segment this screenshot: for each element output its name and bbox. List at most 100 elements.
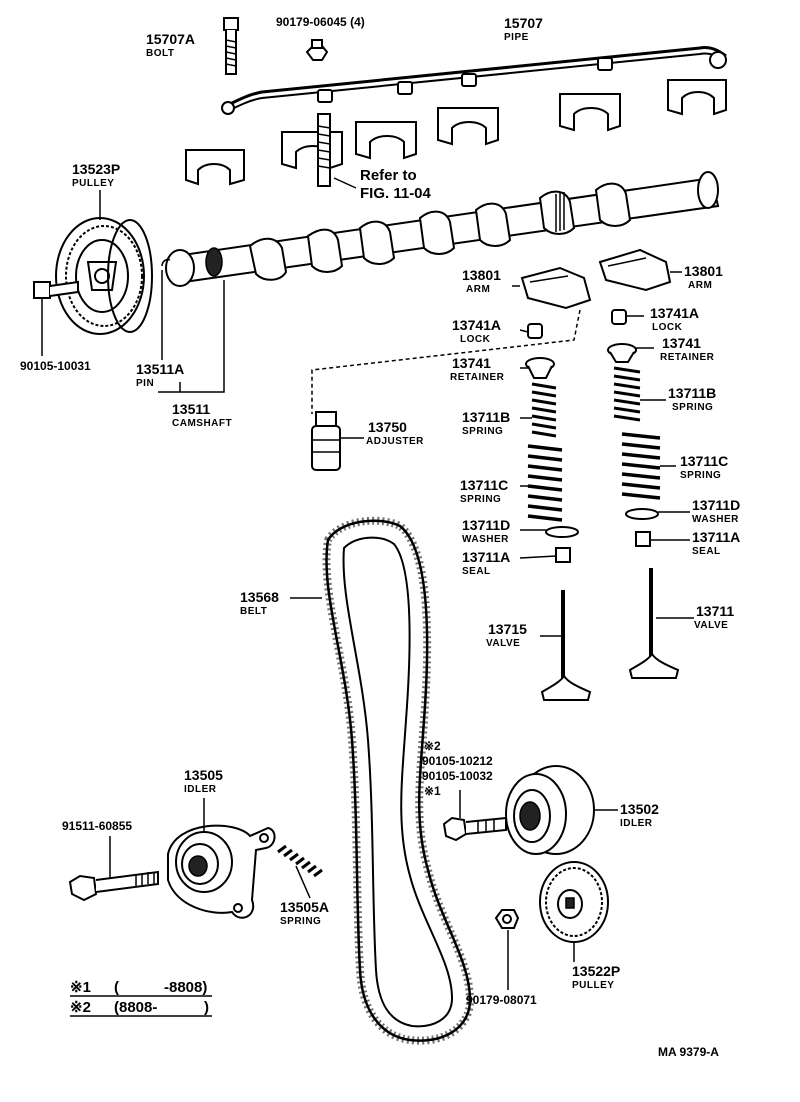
svg-text:PIPE: PIPE [504, 32, 529, 43]
svg-text:FIG. 11-04: FIG. 11-04 [360, 185, 432, 202]
svg-text:13711A: 13711A [692, 529, 740, 545]
label-spring-13711c-right: 13711C SPRING [680, 453, 728, 481]
svg-text:SPRING: SPRING [462, 426, 503, 437]
valve-train-right-drawing [607, 343, 680, 679]
bolt-91511-60855-drawing [68, 870, 159, 902]
arm-13801-right-drawing [598, 248, 672, 292]
svg-text:WASHER: WASHER [462, 534, 509, 545]
svg-text:13711A: 13711A [462, 549, 510, 565]
label-seal-13711a-left: 13711A SEAL [462, 549, 510, 577]
refer-leader [333, 177, 357, 189]
label-lock-13741a-right: 13741A LOCK [650, 305, 699, 333]
svg-text:VALVE: VALVE [486, 638, 520, 649]
svg-text:90105-10032: 90105-10032 [422, 769, 493, 783]
svg-text:WASHER: WASHER [692, 514, 739, 525]
label-pipe-15707: 15707 PIPE [504, 15, 543, 43]
svg-text:13801: 13801 [684, 263, 723, 279]
svg-text:RETAINER: RETAINER [450, 372, 505, 383]
idler-13502-drawing [505, 765, 595, 855]
label-pulley-13522p: 13522P PULLEY [572, 963, 620, 991]
svg-text:13741A: 13741A [452, 317, 501, 333]
svg-text:13741: 13741 [452, 355, 491, 371]
svg-text:RETAINER: RETAINER [660, 352, 715, 363]
label-idler-13502: 13502 IDLER [620, 801, 659, 829]
label-spring-13711c-left: 13711C SPRING [460, 477, 508, 505]
svg-text:13750: 13750 [368, 419, 407, 435]
svg-text:SEAL: SEAL [692, 546, 721, 557]
arm-13801-left-drawing [520, 266, 592, 310]
svg-text:PIN: PIN [136, 378, 154, 389]
svg-text:CAMSHAFT: CAMSHAFT [172, 418, 232, 429]
svg-text:SPRING: SPRING [680, 470, 721, 481]
svg-text:VALVE: VALVE [694, 620, 728, 631]
label-valve-13711: 13711 VALVE [694, 603, 734, 631]
bearing-caps-drawing [185, 79, 727, 187]
label-bolt-15707a: 15707A BOLT [146, 31, 195, 59]
svg-text:BELT: BELT [240, 606, 267, 617]
svg-text:13511A: 13511A [136, 361, 184, 377]
svg-text:13511: 13511 [172, 401, 210, 417]
svg-text:ADJUSTER: ADJUSTER [366, 436, 424, 447]
svg-text:PULLEY: PULLEY [72, 178, 114, 189]
label-seal-13711a-right: 13711A SEAL [692, 529, 740, 557]
svg-text:ARM: ARM [688, 280, 712, 291]
pipe-15707-drawing [221, 46, 727, 115]
label-spring-13505a: 13505A SPRING [280, 899, 329, 927]
svg-text:13741: 13741 [662, 335, 701, 351]
leader-lock-left [519, 329, 529, 333]
pulley-13523p-drawing [55, 217, 153, 335]
belt-13568-drawing [322, 516, 475, 1045]
svg-text:SPRING: SPRING [460, 494, 501, 505]
svg-text:13711B: 13711B [668, 385, 716, 401]
leader-seal-left [519, 555, 557, 559]
label-refer-fig: Refer to FIG. 11-04 [360, 167, 432, 202]
svg-text:PULLEY: PULLEY [572, 980, 614, 991]
note-row-2: ※2 (8808- ) [70, 999, 209, 1016]
label-bolt-90105-10031: 90105-10031 [20, 359, 91, 373]
svg-text:SEAL: SEAL [462, 566, 491, 577]
svg-text:(8808-: (8808- [114, 999, 157, 1016]
idler-13505-drawing [167, 824, 276, 919]
label-spring-13711b-right: 13711B SPRING [668, 385, 716, 413]
figure-code: MA 9379-A [658, 1045, 719, 1059]
label-bolt-91511-60855: 91511-60855 [62, 819, 132, 833]
svg-text:LOCK: LOCK [460, 334, 491, 345]
svg-text:SPRING: SPRING [280, 916, 321, 927]
svg-text:13715: 13715 [488, 621, 527, 637]
svg-text:LOCK: LOCK [652, 322, 683, 333]
spring-13505a-drawing [277, 844, 323, 878]
label-retainer-13741-right: 13741 RETAINER [660, 335, 715, 363]
dashed-guide [311, 309, 581, 414]
label-pulley-13523p: 13523P PULLEY [72, 161, 120, 189]
svg-text:13505: 13505 [184, 767, 223, 783]
svg-text:SPRING: SPRING [672, 402, 713, 413]
svg-text:15707: 15707 [504, 15, 543, 31]
svg-text:13711D: 13711D [462, 517, 510, 533]
label-lock-13741a-left: 13741A LOCK [452, 317, 501, 345]
svg-text:13801: 13801 [462, 267, 501, 283]
svg-text:ARM: ARM [466, 284, 490, 295]
svg-text:IDLER: IDLER [620, 818, 653, 829]
label-retainer-13741-left: 13741 RETAINER [450, 355, 505, 383]
svg-text:13523P: 13523P [72, 161, 120, 177]
pin-drawing [161, 258, 171, 267]
label-washer-13711d-right: 13711D WASHER [692, 497, 740, 525]
svg-text:(: ( [114, 979, 119, 996]
bolt-15707a-drawing [223, 17, 239, 75]
svg-text:※2: ※2 [424, 739, 441, 753]
label-idler-bolt: ※2 90105-10212 90105-10032 ※1 [422, 739, 493, 798]
svg-text:※1: ※1 [424, 784, 441, 798]
svg-text:BOLT: BOLT [146, 48, 174, 59]
svg-text:※2: ※2 [70, 999, 91, 1016]
svg-text:13522P: 13522P [572, 963, 620, 979]
svg-text:13711C: 13711C [680, 453, 728, 469]
label-idler-13505: 13505 IDLER [184, 767, 223, 795]
svg-text:13502: 13502 [620, 801, 659, 817]
svg-text:13568: 13568 [240, 589, 279, 605]
svg-text:※1: ※1 [70, 979, 91, 996]
label-spring-13711b-left: 13711B SPRING [462, 409, 510, 437]
label-belt-13568: 13568 BELT [240, 589, 279, 617]
bolt-90105-10031-drawing [33, 280, 79, 299]
svg-text:13711D: 13711D [692, 497, 740, 513]
nut-90179-08071-drawing [494, 909, 520, 929]
